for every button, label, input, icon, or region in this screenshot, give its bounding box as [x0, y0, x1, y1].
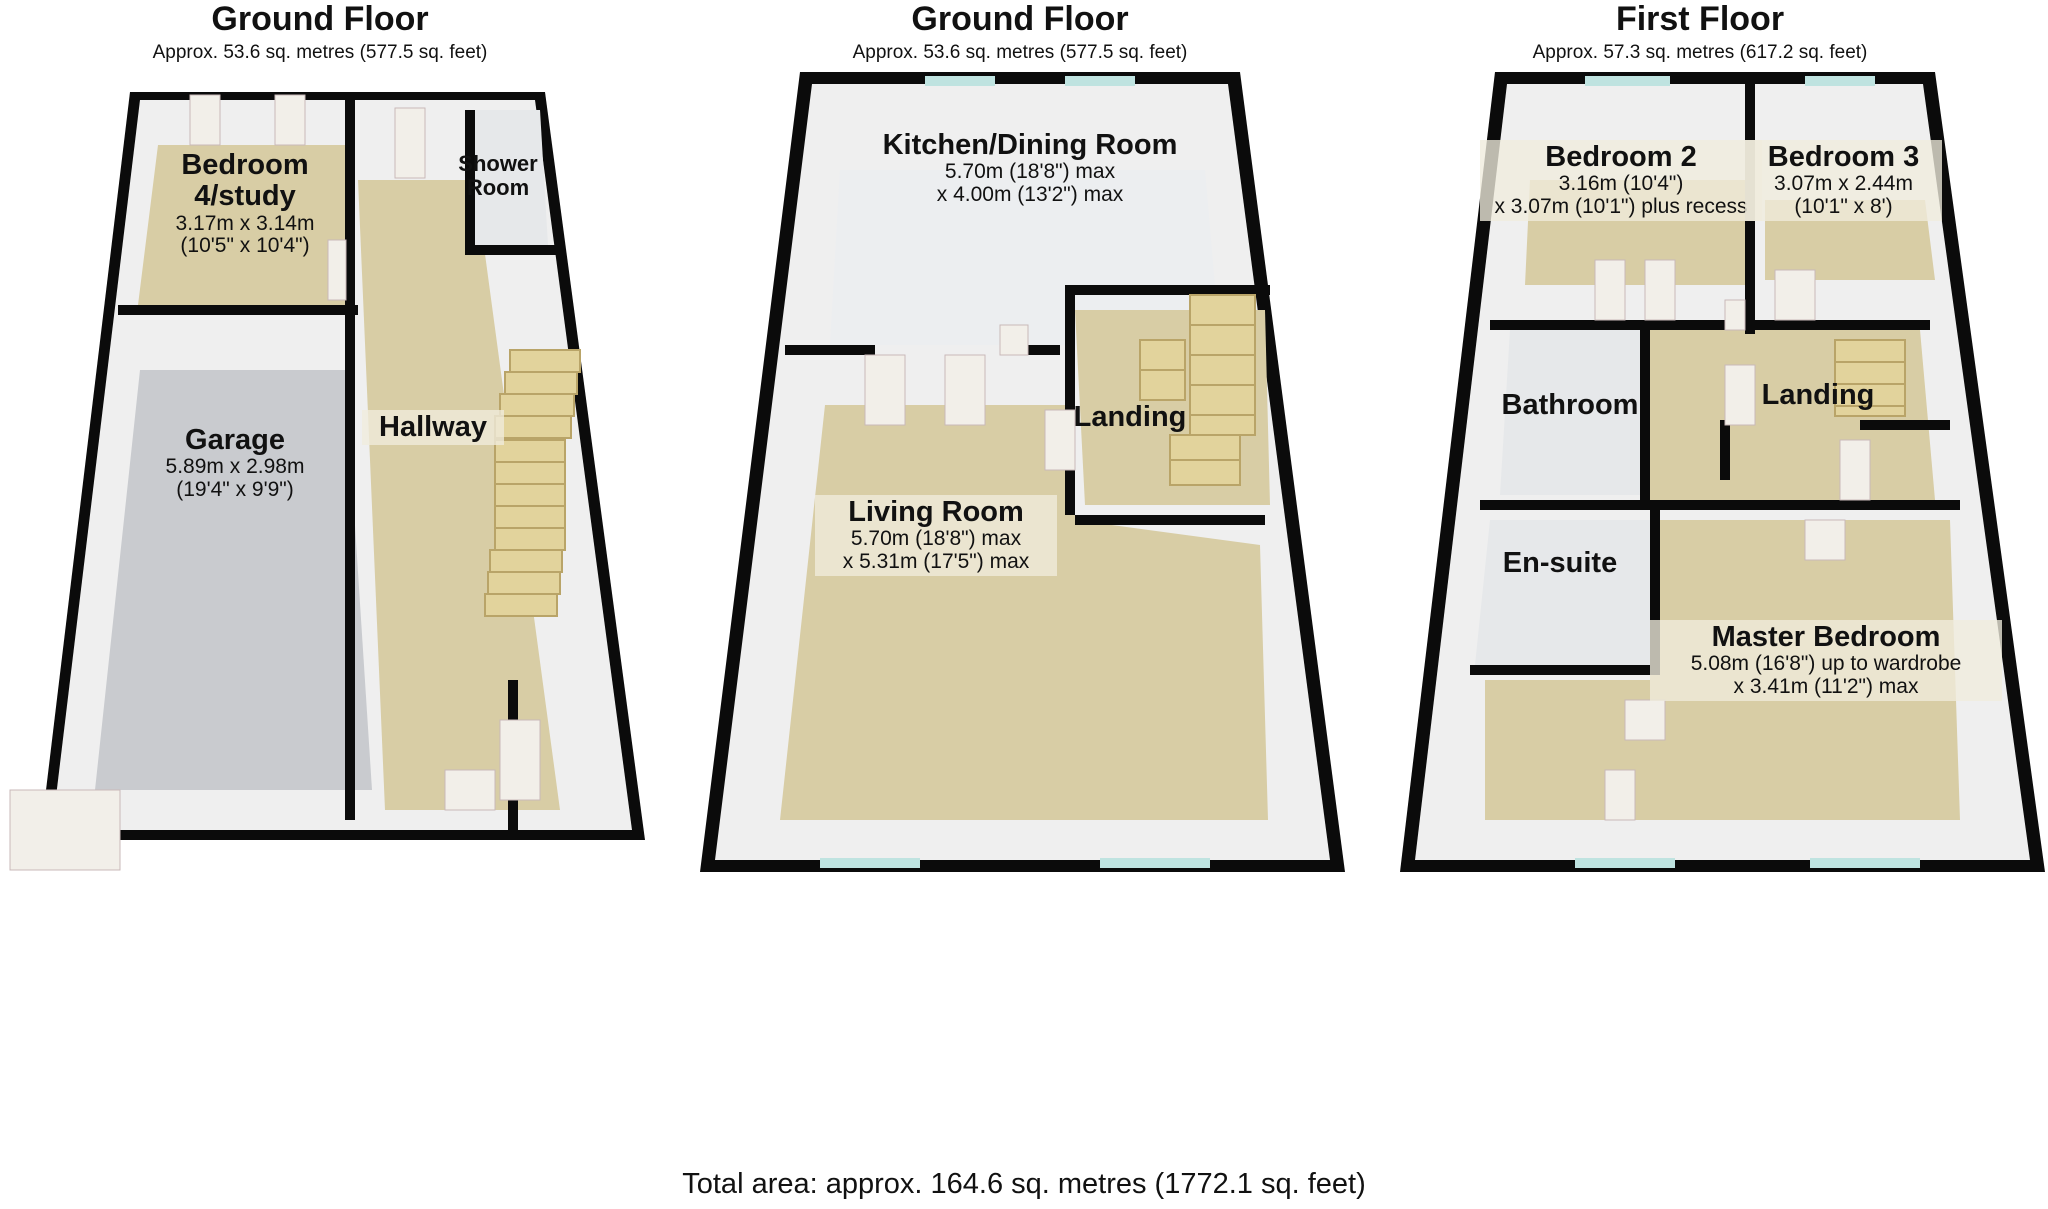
floor-area: Approx. 53.6 sq. metres (577.5 sq. feet)	[152, 42, 488, 63]
floorplan-drawing	[9, 92, 645, 871]
kitchen-floor	[830, 170, 1220, 345]
room-label-landing: Landing	[1761, 379, 1875, 411]
room-label-en-suite: En-suite	[1502, 547, 1618, 579]
staircase	[484, 349, 581, 617]
en-suite-floor	[1475, 520, 1650, 665]
floorplan-drawing	[1400, 72, 2045, 872]
room-label-hallway: Hallway	[362, 410, 504, 446]
bathroom-floor	[1500, 330, 1640, 495]
floor-title: Ground Floor	[211, 0, 429, 38]
room-label-bedroom-3: Bedroom 3 3.07m x 2.44m (10'1" x 8')	[1745, 140, 1942, 221]
room-label-master-bedroom: Master Bedroom 5.08m (16'8") up to wardr…	[1650, 620, 2002, 701]
plan-ground-floor-living: Ground Floor Approx. 53.6 sq. metres (57…	[700, 0, 1360, 880]
room-label-kitchen-dining: Kitchen/Dining Room 5.70m (18'8") max x …	[882, 129, 1178, 206]
bedroom-4-floor	[138, 145, 345, 305]
shower-room-floor	[475, 110, 548, 245]
floor-area: Approx. 57.3 sq. metres (617.2 sq. feet)	[1532, 42, 1868, 63]
room-label-bathroom: Bathroom	[1501, 389, 1639, 421]
room-label-landing: Landing	[1073, 401, 1187, 433]
hallway-floor	[358, 180, 560, 810]
total-area: Total area: approx. 164.6 sq. metres (17…	[682, 1168, 1366, 1200]
plan-first-floor: First Floor Approx. 57.3 sq. metres (617…	[1380, 0, 2048, 880]
staircase	[1139, 294, 1256, 486]
garage-floor	[95, 370, 372, 790]
floor-title: First Floor	[1615, 0, 1785, 38]
room-label-shower-room: Shower Room	[458, 151, 538, 200]
staircase	[1834, 339, 1906, 417]
floor-title: Ground Floor	[911, 0, 1129, 38]
room-label-living-room: Living Room 5.70m (18'8") max x 5.31m (1…	[815, 495, 1057, 576]
floor-area: Approx. 53.6 sq. metres (577.5 sq. feet)	[852, 42, 1188, 63]
room-label-garage: Garage 5.89m x 2.98m (19'4" x 9'9")	[165, 424, 305, 501]
room-label-bedroom-2: Bedroom 2 3.16m (10'4") x 3.07m (10'1") …	[1480, 140, 1762, 221]
room-label-bedroom-4: Bedroom 4/study 3.17m x 3.14m (10'5" x 1…	[175, 149, 315, 258]
plan-ground-floor-entrance: Ground Floor Approx. 53.6 sq. metres (57…	[0, 0, 700, 880]
